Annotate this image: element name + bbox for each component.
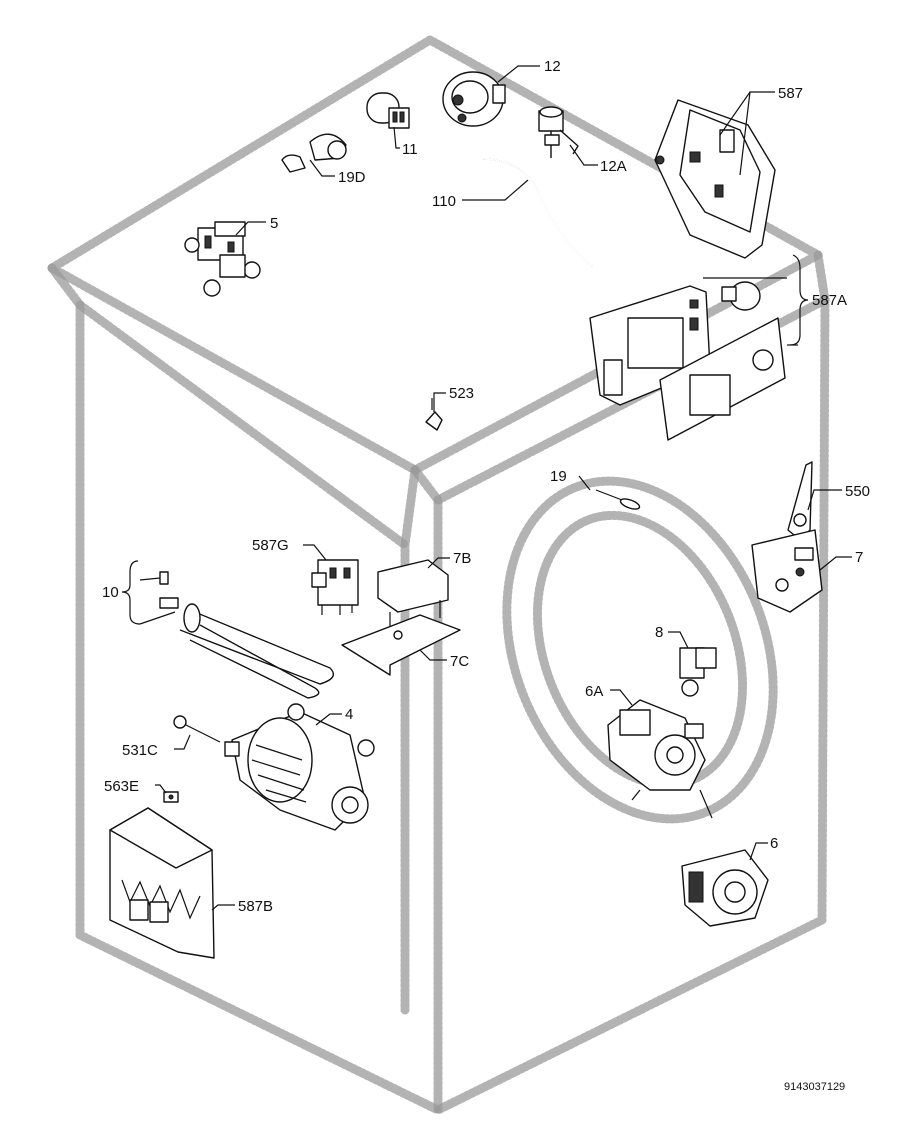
pump-part-8[interactable] <box>679 647 717 697</box>
door-lock-part-550[interactable] <box>787 461 813 541</box>
label-7b: 7B <box>453 550 471 567</box>
label-550: 550 <box>845 483 870 500</box>
label-6a: 6A <box>585 683 603 700</box>
label-587b: 587B <box>238 898 273 915</box>
heating-element-part-10[interactable] <box>159 571 334 699</box>
clip-part-523[interactable] <box>425 398 443 431</box>
diagram-code: 9143037129 <box>784 1081 845 1093</box>
pump-cover-part-6[interactable] <box>681 849 769 927</box>
label-12: 12 <box>544 58 561 75</box>
label-7c: 7C <box>450 653 469 670</box>
label-110: 110 <box>432 193 456 210</box>
clip-part-563e[interactable] <box>163 791 179 803</box>
label-6: 6 <box>770 835 778 852</box>
label-4: 4 <box>345 706 353 723</box>
cap-part-19d[interactable] <box>281 133 347 173</box>
label-5: 5 <box>270 215 278 232</box>
label-7: 7 <box>855 549 863 566</box>
door-interlock-part-7[interactable] <box>751 529 823 613</box>
part-labels: 12 587 11 12A 19D 110 5 587A 523 19 550 … <box>102 58 870 915</box>
hose-part-110[interactable] <box>482 158 593 267</box>
capacitor-part-11[interactable] <box>366 92 410 129</box>
inlet-valve-part-5[interactable] <box>184 221 261 297</box>
label-531c: 531C <box>122 742 158 759</box>
label-12a: 12A <box>600 158 627 175</box>
drain-pump-part-6a[interactable] <box>607 699 713 819</box>
label-587g: 587G <box>252 537 289 554</box>
label-587: 587 <box>778 85 803 102</box>
level-sensor-part-12a[interactable] <box>538 106 579 158</box>
label-11: 11 <box>402 141 418 158</box>
filter-part-587g[interactable] <box>311 559 359 615</box>
label-19d: 19D <box>338 169 366 186</box>
label-19: 19 <box>550 468 567 485</box>
bracket-part-7b[interactable] <box>377 559 449 630</box>
label-587a: 587A <box>812 292 847 309</box>
label-8: 8 <box>655 624 663 641</box>
label-523: 523 <box>449 385 474 402</box>
display-board-part-587a[interactable] <box>589 281 786 441</box>
motor-part-4[interactable] <box>224 703 375 831</box>
filter-module-part-587b[interactable] <box>109 807 215 959</box>
leader-lines <box>121 65 852 911</box>
label-563e: 563E <box>104 778 139 795</box>
cabinet-outline <box>47 35 830 1115</box>
label-10: 10 <box>102 584 119 601</box>
base-plate-part-7c[interactable] <box>341 614 461 676</box>
control-unit-part-587[interactable] <box>654 99 776 259</box>
sensor-part-19[interactable] <box>595 489 641 511</box>
pressure-switch-part-12[interactable] <box>442 71 506 127</box>
bolt-part-531c[interactable] <box>173 715 221 743</box>
